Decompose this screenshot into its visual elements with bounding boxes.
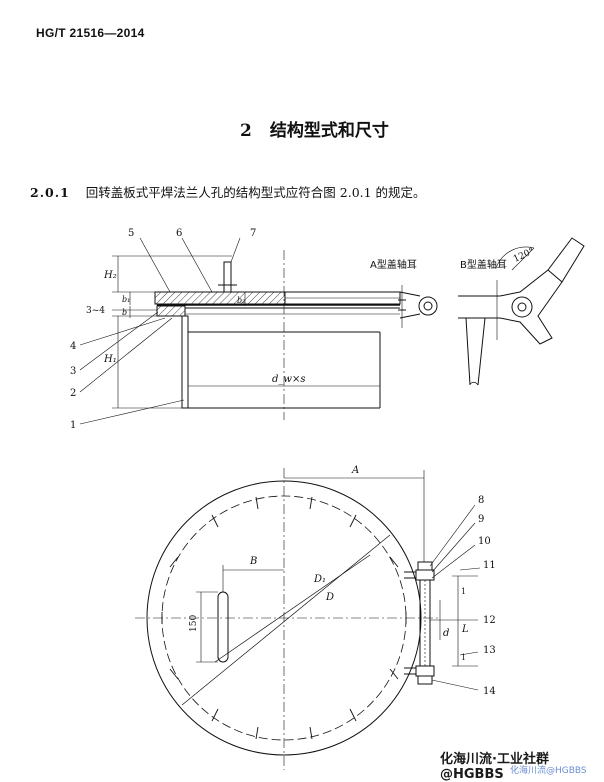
dim-b2: b₂ [237, 296, 245, 305]
callout-3-4: 3~4 [86, 306, 105, 316]
callout-1: 1 [70, 420, 76, 431]
plan-view [135, 468, 481, 770]
watermark-subtext: 化海川流@HGBBS [510, 766, 587, 776]
callout-10: 10 [478, 536, 491, 547]
section-number: 2 [240, 121, 252, 141]
detail-b-hinge [458, 237, 585, 386]
angle-120: 120° [512, 246, 536, 264]
dim-h2: H₂ [103, 270, 117, 281]
callout-12: 12 [483, 615, 496, 626]
clause-text: 回转盖板式平焊法兰人孔的结构型式应符合图 2.0.1 的规定。 [85, 185, 426, 200]
callout-6: 6 [176, 228, 182, 239]
dim-d-small: d [443, 628, 449, 639]
section-title: 2 结构型式和尺寸 [240, 116, 389, 141]
dim-b-plan: B [249, 556, 257, 567]
callout-3: 3 [70, 366, 76, 377]
clause-paragraph: 2.0.1 回转盖板式平焊法兰人孔的结构型式应符合图 2.0.1 的规定。 [30, 182, 426, 201]
dim-b: b [122, 308, 127, 317]
callout-2: 2 [70, 388, 76, 399]
callout-7: 7 [250, 228, 256, 239]
callout-14: 14 [483, 686, 496, 697]
callout-4: 4 [70, 341, 76, 352]
dim-d: D [325, 592, 334, 603]
callout-8: 8 [478, 495, 484, 506]
dim-l: L [461, 624, 469, 635]
clause-number: 2.0.1 [30, 185, 70, 200]
callout-5: 5 [128, 228, 134, 239]
callout-11: 11 [483, 560, 496, 571]
dim-slot-150: 150 [189, 615, 199, 632]
dim-a: A [351, 465, 359, 476]
detail-b-label: B型盖轴耳 [460, 258, 507, 271]
dim-one-top: 1 [461, 587, 466, 596]
detail-a-label: A型盖轴耳 [370, 258, 417, 271]
callout-9: 9 [478, 514, 484, 525]
dim-dw-s: d_w×s [272, 374, 305, 385]
callout-13: 13 [483, 645, 496, 656]
standard-code: HG/T 21516—2014 [36, 26, 145, 40]
detail-a-hinge [398, 285, 438, 328]
dim-one-bottom: 1 [461, 653, 466, 662]
section-view [79, 237, 401, 425]
dim-h1: H₁ [103, 354, 117, 365]
dim-d1: D₁ [313, 574, 326, 585]
section-title-text: 结构型式和尺寸 [269, 121, 389, 141]
dim-b1: b₁ [122, 295, 130, 304]
